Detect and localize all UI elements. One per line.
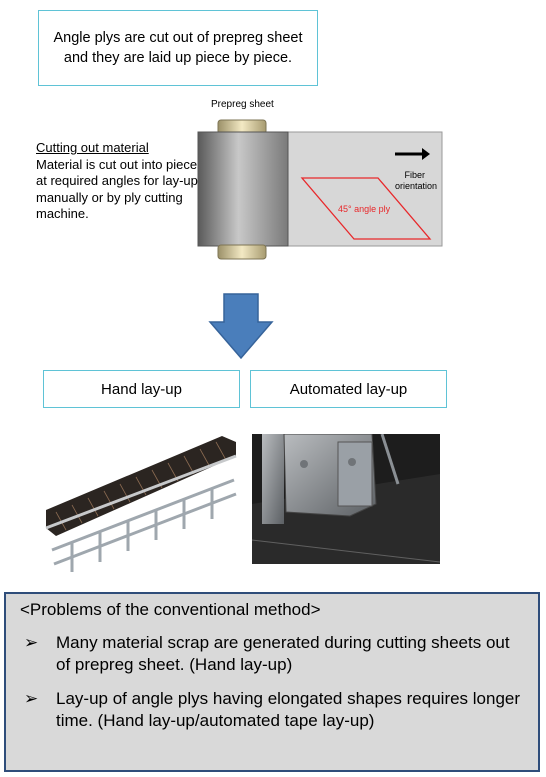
intro-text: Angle plys are cut out of prepreg sheet …: [53, 30, 303, 66]
cutting-body: Material is cut out into pieces at requi…: [36, 156, 204, 222]
arrow-bullet-icon: ➢: [24, 689, 39, 708]
hand-layup-label: Hand lay-up: [101, 380, 182, 398]
intro-box: Angle plys are cut out of prepreg sheet …: [38, 10, 318, 86]
problems-box: <Problems of the conventional method> ➢ …: [4, 592, 540, 772]
down-arrow-icon: [208, 293, 274, 360]
angle-ply-cut-outline: [300, 177, 432, 240]
automated-layup-image: [252, 434, 440, 564]
automated-layup-label: Automated lay-up: [289, 380, 408, 398]
angle-ply-label: 45° angle ply: [338, 204, 391, 214]
cutting-heading: Cutting out material: [36, 140, 149, 155]
prepreg-sheet: [279, 131, 443, 247]
fiber-arrow-icon: [395, 148, 430, 160]
cutting-description: Cutting out material Material is cut out…: [36, 140, 206, 223]
problem-text: Lay-up of angle plys having elongated sh…: [56, 689, 521, 730]
arrow-bullet-icon: ➢: [24, 633, 39, 652]
problem-item: ➢ Lay-up of angle plys having elongated …: [20, 688, 524, 732]
roll-body: [197, 131, 289, 247]
prepreg-roll-illustration: 45° angle ply Fiber orientation: [197, 119, 443, 260]
problems-title: <Problems of the conventional method>: [20, 600, 321, 619]
problem-text: Many material scrap are generated during…: [56, 633, 510, 674]
problem-item: ➢ Many material scrap are generated duri…: [20, 632, 524, 676]
roll-bottom-cap: [217, 244, 267, 260]
hand-layup-label-box: Hand lay-up: [43, 370, 240, 408]
hand-layup-image: [42, 432, 238, 576]
fiber-orientation-label: Fiber orientation: [395, 170, 437, 191]
automated-layup-label-box: Automated lay-up: [250, 370, 447, 408]
prepreg-sheet-label: Prepreg sheet: [211, 99, 274, 110]
